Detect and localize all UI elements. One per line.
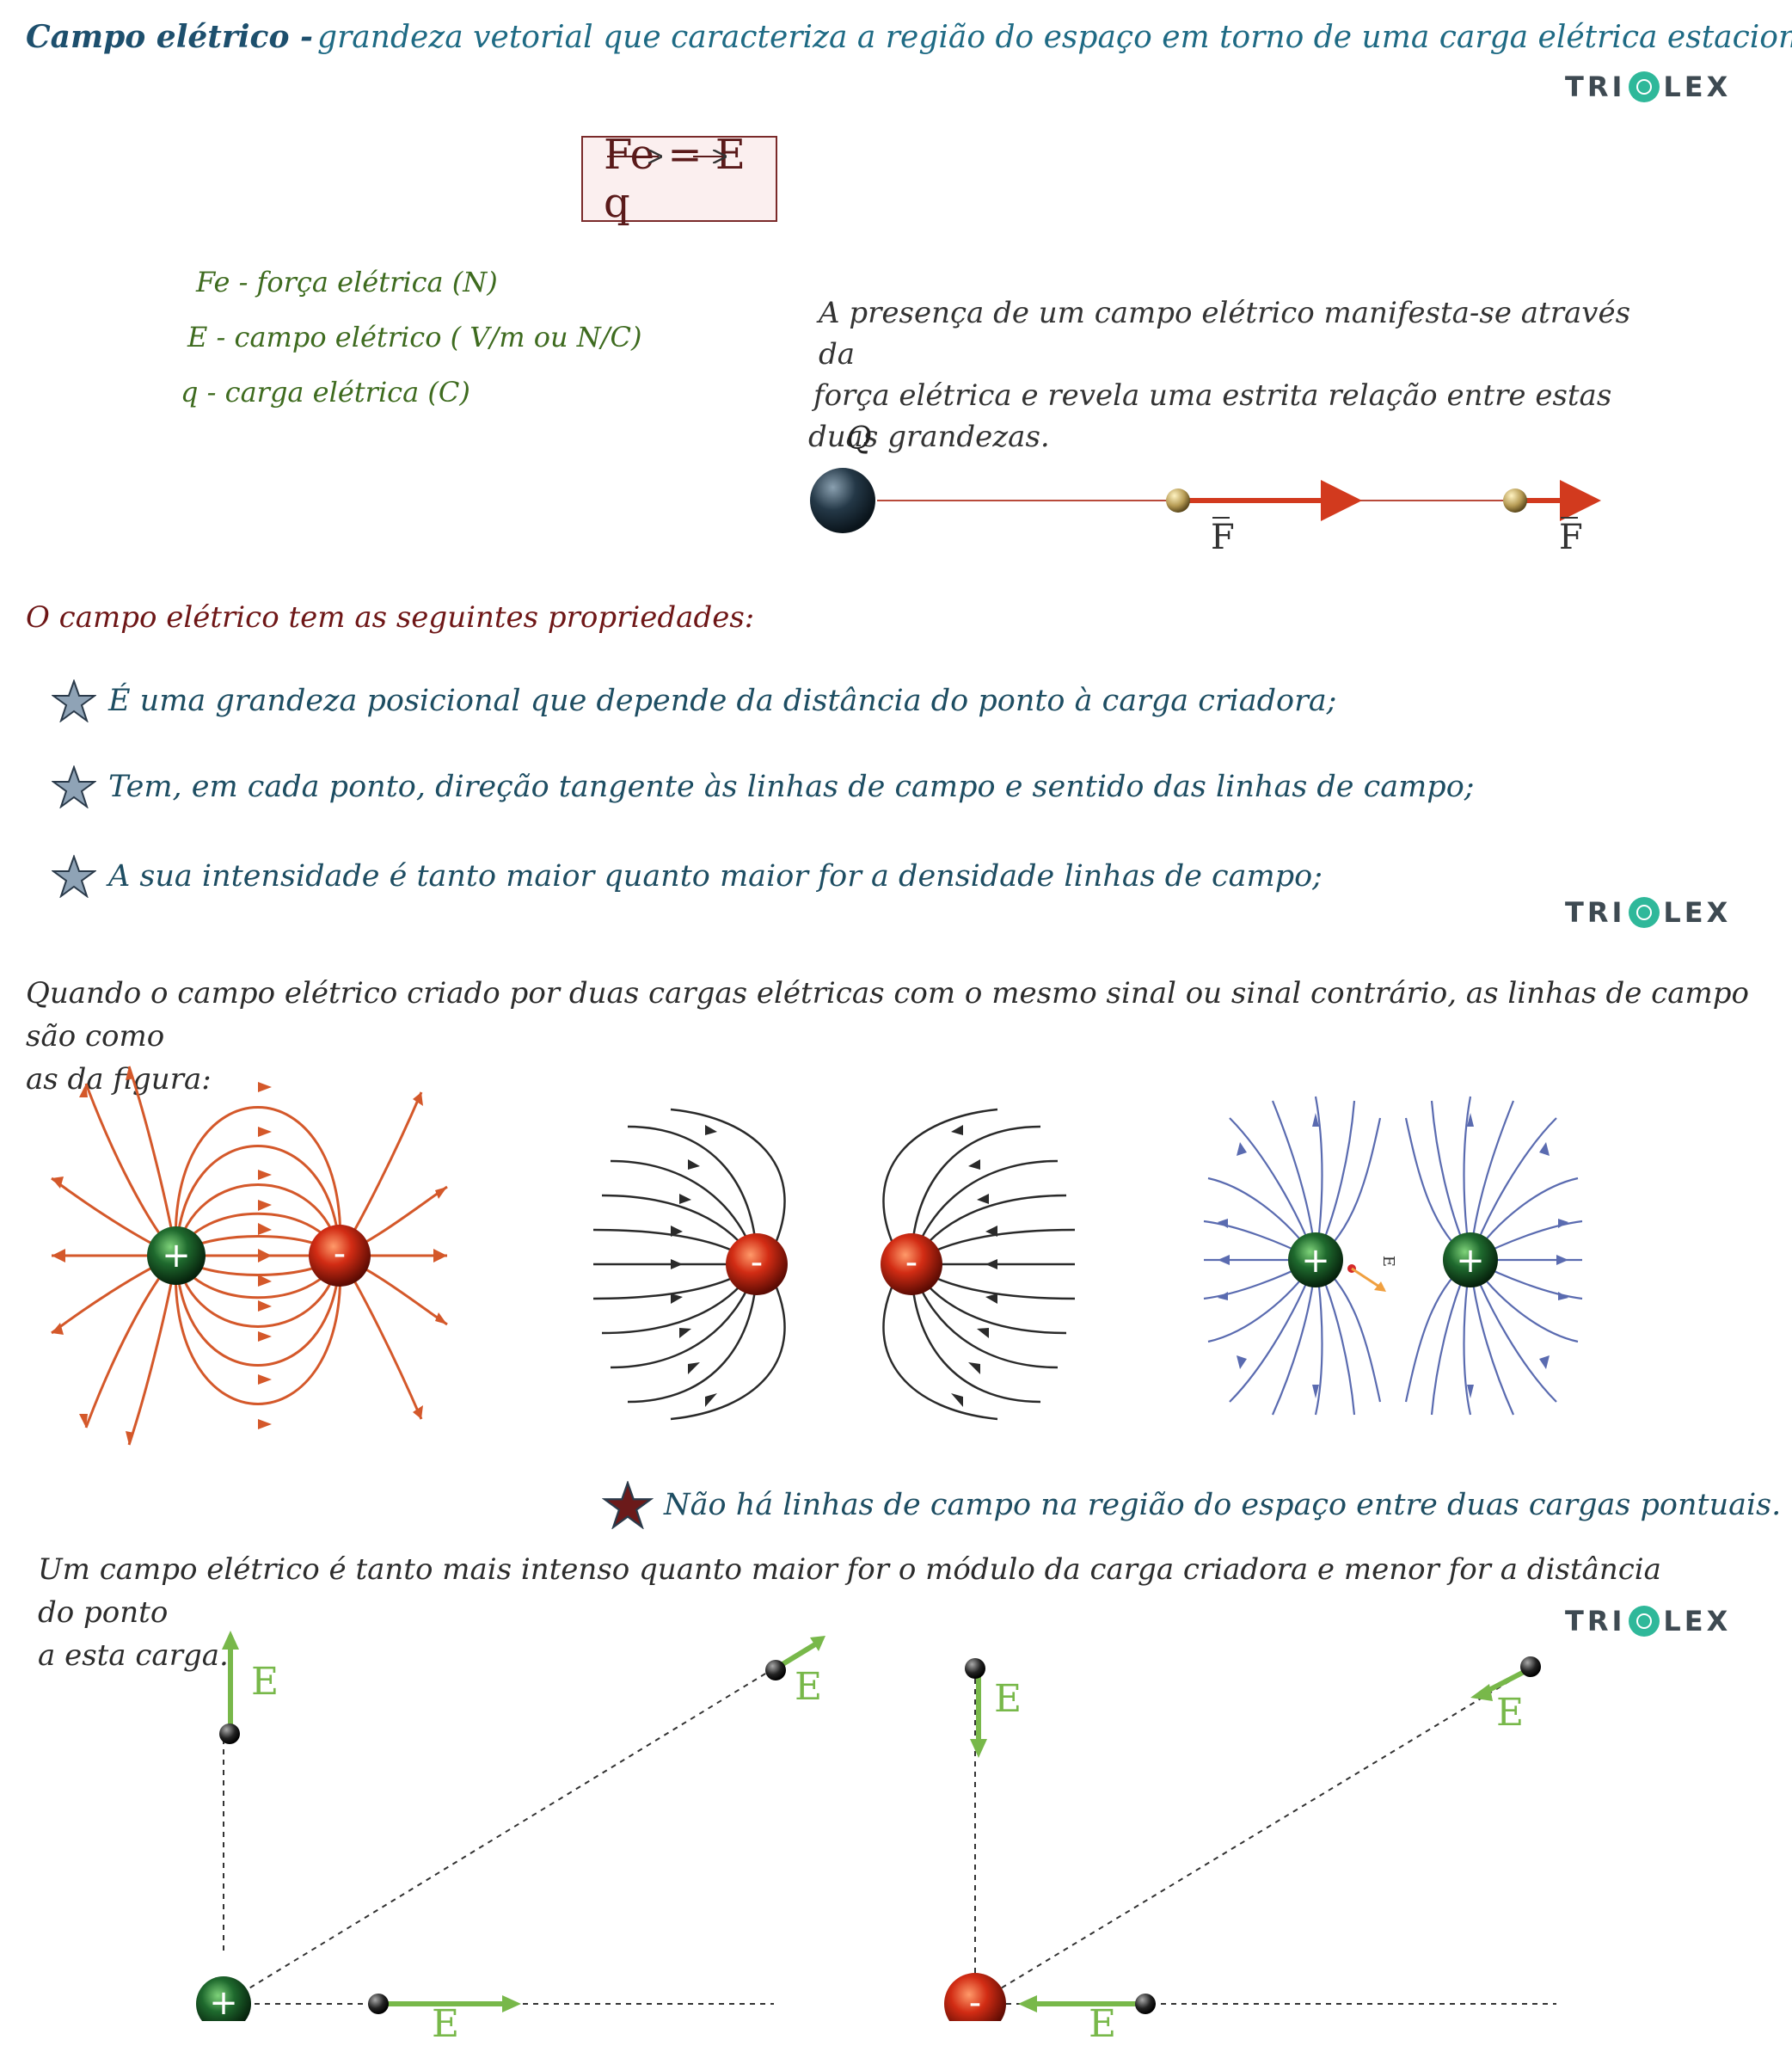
field-label: E <box>432 2002 459 2046</box>
logo-text-right: LEX <box>1663 71 1731 103</box>
logo-text-left: TRI <box>1565 896 1625 929</box>
test-point <box>965 1658 985 1679</box>
force-vectors <box>791 421 1617 576</box>
force-diagram: Q F F <box>791 421 1617 576</box>
dipole-field-diagram <box>34 1049 482 1462</box>
presence-line: A presença de um campo elétrico manifest… <box>808 292 1634 375</box>
header-title-bold: Campo elétrico - <box>26 19 313 55</box>
legend-force: Fe - força elétrica (N) <box>181 255 642 310</box>
star-icon <box>52 855 96 898</box>
charge-sign-positive: + <box>1455 1241 1486 1281</box>
star-icon <box>52 765 96 808</box>
charge-sign-negative: - <box>324 1234 355 1274</box>
field-label: E <box>251 1660 279 1704</box>
test-charge <box>1503 488 1527 513</box>
force-label: F <box>1559 518 1583 557</box>
property-text: Tem, em cada ponto, direção tangente às … <box>108 770 1475 804</box>
source-charge <box>810 468 875 533</box>
test-point <box>1135 1994 1156 2014</box>
page-header: Campo elétrico - grandeza vetorial que c… <box>26 19 1711 55</box>
legend-charge: q - carga elétrica (C) <box>181 365 642 420</box>
header-title-rest: grandeza vetorial que caracteriza a regi… <box>317 20 1792 55</box>
test-point <box>765 1660 786 1680</box>
star-icon <box>52 679 96 722</box>
formula-vector-arrows <box>581 136 777 222</box>
charge-sign-negative: - <box>896 1243 927 1282</box>
field-label: E <box>1089 2002 1116 2046</box>
logo-text-left: TRI <box>1565 71 1625 103</box>
test-point <box>1520 1656 1541 1677</box>
atom-icon <box>1629 897 1660 928</box>
brand-logo: TRI LEX <box>1565 71 1731 103</box>
field-label: E <box>795 1665 822 1709</box>
atom-icon <box>1629 71 1660 102</box>
negative-charges-field-diagram <box>585 1101 1083 1445</box>
charge-sign-positive: + <box>208 1983 239 2023</box>
property-item: Tem, em cada ponto, direção tangente às … <box>52 765 1475 808</box>
logo-text-right: LEX <box>1663 896 1731 929</box>
charge-sign-negative: - <box>960 1983 991 2023</box>
brand-logo: TRI LEX <box>1565 896 1731 929</box>
field-label: E <box>994 1677 1022 1721</box>
property-text: A sua intensidade é tanto maior quanto m… <box>108 859 1323 894</box>
field-label: E <box>1496 1691 1524 1735</box>
test-point <box>368 1994 389 2014</box>
intensity-line: Um campo elétrico é tanto mais intenso q… <box>38 1548 1672 1634</box>
force-label: F <box>1211 518 1235 557</box>
property-item: A sua intensidade é tanto maior quanto m… <box>52 855 1323 898</box>
charge-sign-positive: + <box>161 1236 192 1275</box>
formula-legend: Fe - força elétrica (N) E - campo elétri… <box>181 255 642 420</box>
charge-sign-negative: - <box>741 1243 772 1282</box>
property-item: É uma grandeza posicional que depende da… <box>52 679 1336 722</box>
logo-text-right: LEX <box>1663 1605 1731 1637</box>
test-charge <box>1166 488 1190 513</box>
property-text: É uma grandeza posicional que depende da… <box>108 684 1336 718</box>
star-icon <box>602 1481 654 1529</box>
properties-title: O campo elétrico tem as seguintes propri… <box>26 600 754 635</box>
presence-line: força elétrica e revela uma estrita rela… <box>808 375 1634 416</box>
two-charges-line: Quando o campo elétrico criado por duas … <box>26 972 1771 1058</box>
charge-sign-positive: + <box>1300 1241 1331 1281</box>
note-text: Não há linhas de campo na região do espa… <box>664 1488 1781 1522</box>
field-lines-note: Não há linhas de campo na região do espa… <box>602 1481 1781 1529</box>
legend-field: E - campo elétrico ( V/m ou N/C) <box>181 310 642 365</box>
field-vector-label: E <box>1379 1256 1397 1267</box>
test-point <box>219 1723 240 1744</box>
negative-charge-vectors-diagram <box>929 1625 1582 2021</box>
